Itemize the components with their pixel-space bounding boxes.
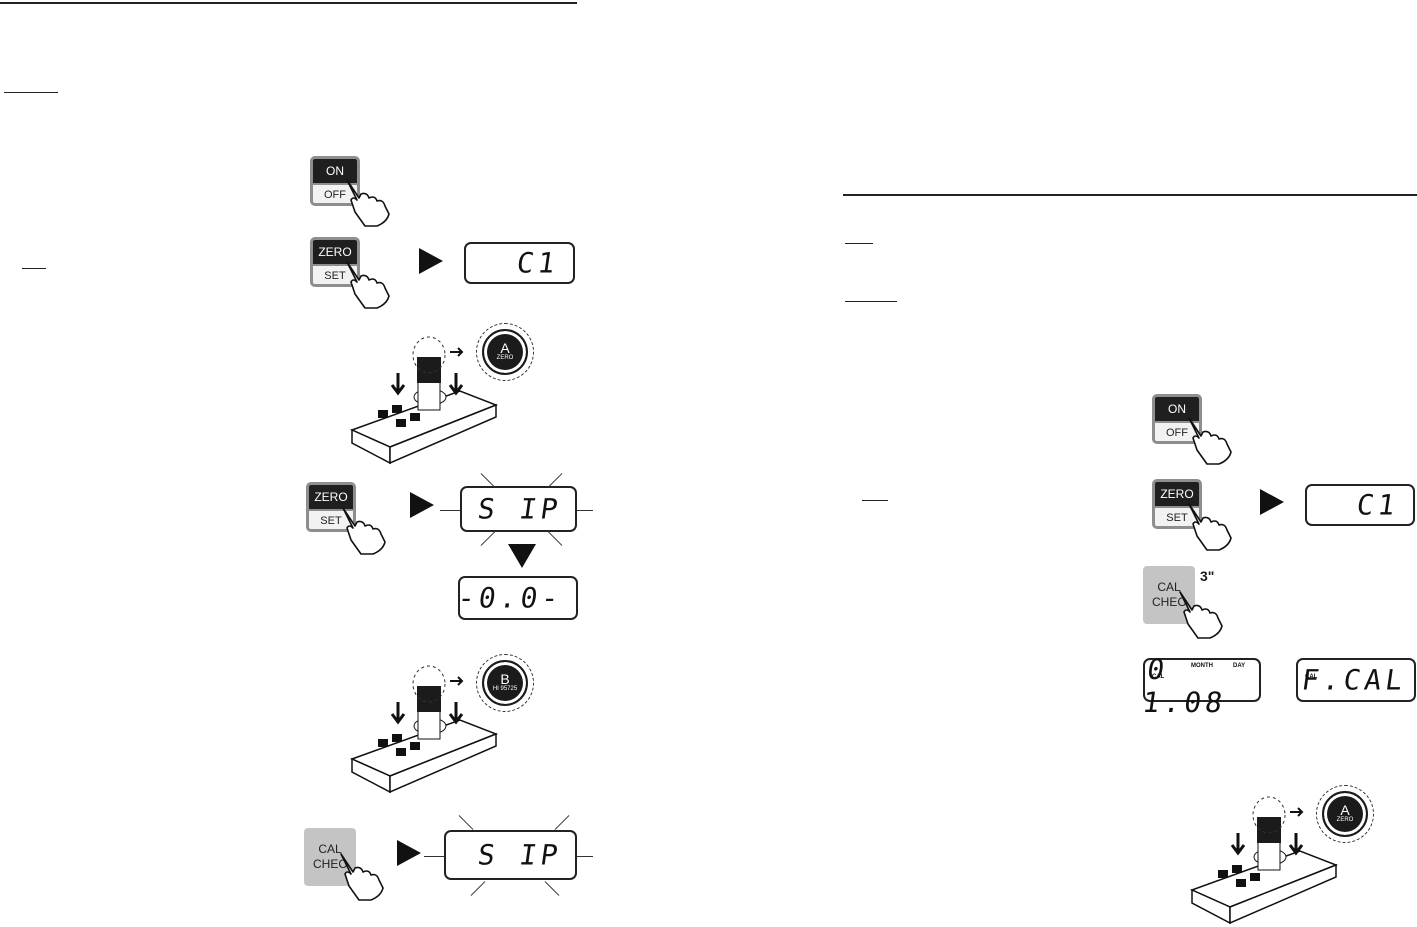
cal-tag: CAL xyxy=(1305,674,1318,680)
hold-time-label: 3" xyxy=(1200,568,1215,584)
heading-underline xyxy=(845,243,873,244)
note-underline xyxy=(862,500,888,501)
blink-mark xyxy=(458,815,474,830)
set-label: SET xyxy=(313,264,357,284)
on-off-key[interactable]: ON OFF xyxy=(1152,394,1202,444)
on-label: ON xyxy=(313,159,357,183)
arrow-right-icon xyxy=(1260,489,1284,515)
set-label: SET xyxy=(1155,506,1199,526)
pointing-hand-icon xyxy=(346,179,390,227)
heading-underline xyxy=(4,92,58,93)
cal-label: CAL xyxy=(1157,580,1181,594)
on-label: ON xyxy=(1155,397,1199,421)
display-value: C1 xyxy=(1354,488,1402,522)
meter-illustration xyxy=(350,665,499,794)
pointing-hand-icon xyxy=(342,507,386,555)
pointing-hand-icon xyxy=(1188,417,1232,465)
zero-set-key[interactable]: ZERO SET xyxy=(306,482,356,532)
pointing-hand-icon xyxy=(1188,503,1232,551)
display-value: C1 xyxy=(514,246,562,280)
blink-mark xyxy=(544,881,560,896)
cap-a-icon: A ZERO xyxy=(476,323,534,381)
blink-mark xyxy=(577,856,593,857)
blink-mark xyxy=(470,881,486,896)
display-zero-reading: -0.0- xyxy=(455,576,578,620)
zero-set-key[interactable]: ZERO SET xyxy=(310,237,360,287)
blink-mark xyxy=(480,531,496,546)
set-label: SET xyxy=(309,509,353,529)
zero-label: ZERO xyxy=(313,240,357,264)
arrow-right-icon xyxy=(419,248,443,274)
display-date: CAL MONTH DAY 0 1.08 xyxy=(1140,653,1261,719)
off-label: OFF xyxy=(313,183,357,203)
top-rule-left xyxy=(0,2,577,4)
day-tag: DAY xyxy=(1233,663,1246,669)
display-fcal: CAL F.CAL xyxy=(1296,658,1416,702)
display-value: S IP xyxy=(475,492,564,526)
section-rule-right xyxy=(843,194,1417,196)
arrow-right-icon xyxy=(410,492,434,518)
arrow-down-icon xyxy=(508,544,536,568)
display-value: 0 1.08 xyxy=(1140,653,1229,719)
zero-label: ZERO xyxy=(1155,482,1199,506)
blink-mark xyxy=(440,510,460,511)
cal-label: CAL xyxy=(318,842,342,856)
display-value: -0.0- xyxy=(455,581,565,615)
check-label: CHEC xyxy=(312,857,347,871)
cap-letter: B xyxy=(500,671,510,687)
zero-label: ZERO xyxy=(309,485,353,509)
off-label: OFF xyxy=(1155,421,1199,441)
meter-illustration xyxy=(1190,796,1339,925)
display-value: F.CAL xyxy=(1299,663,1409,697)
cap-label: ZERO xyxy=(496,355,514,361)
check-label: CHEC xyxy=(1151,595,1186,609)
cap-letter: A xyxy=(500,340,510,356)
cap-letter: A xyxy=(1340,802,1350,818)
meter-illustration xyxy=(350,336,499,465)
on-off-key[interactable]: ON OFF xyxy=(310,156,360,206)
cal-tag: CAL xyxy=(1152,674,1165,680)
cap-b-icon: B HI 95725 xyxy=(476,654,534,712)
display-c1: C1 xyxy=(1305,484,1415,526)
note-underline xyxy=(22,268,46,269)
zero-set-key[interactable]: ZERO SET xyxy=(1152,479,1202,529)
cap-label: HI 95725 xyxy=(492,686,518,692)
pointing-hand-icon xyxy=(340,853,384,901)
display-value: S IP xyxy=(475,838,564,872)
month-tag: MONTH xyxy=(1191,663,1213,669)
blink-mark xyxy=(577,510,593,511)
display-sip: S IP xyxy=(444,830,577,880)
cap-a-icon: A ZERO xyxy=(1316,785,1374,843)
blink-mark xyxy=(554,815,570,830)
blink-mark xyxy=(424,856,444,857)
heading-underline xyxy=(845,301,897,302)
blink-mark xyxy=(547,531,563,546)
cap-label: ZERO xyxy=(1336,817,1354,823)
pointing-hand-icon xyxy=(346,261,390,309)
display-sip: S IP xyxy=(460,486,577,532)
arrow-right-icon xyxy=(397,840,421,866)
display-c1: C1 xyxy=(464,242,575,284)
pointing-hand-icon xyxy=(1179,591,1223,639)
